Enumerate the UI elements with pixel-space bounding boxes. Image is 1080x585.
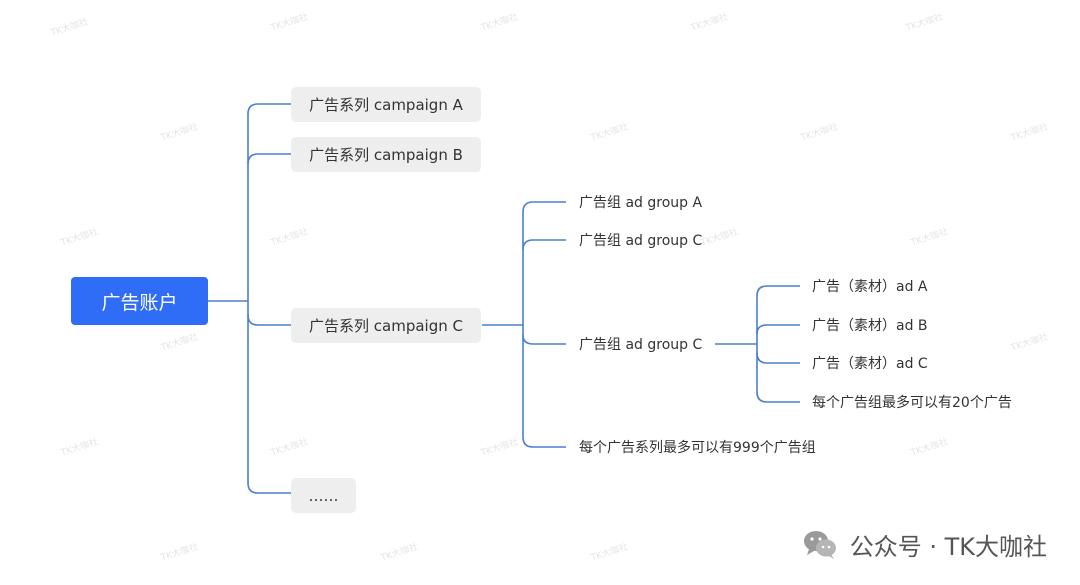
adgroup-node-a[interactable]: 广告组 ad group A: [579, 195, 703, 211]
ad-node-a[interactable]: 广告（素材）ad A: [812, 279, 928, 295]
brand-watermark: 公众号 · TK大咖社: [800, 524, 1047, 564]
campaign-node-b[interactable]: 广告系列 campaign B: [291, 137, 481, 172]
root-node-ad-account[interactable]: 广告账户: [71, 277, 208, 325]
adgroup-node-c1[interactable]: 广告组 ad group C: [579, 233, 703, 249]
connector-adgroup-limit: [522, 436, 566, 448]
connector-adgroup-c2: [522, 334, 566, 345]
connector-ad-c: [756, 352, 800, 364]
connector-adgroup-a: [522, 201, 566, 213]
connector-campaign-a: [247, 103, 291, 115]
campaign-node-a[interactable]: 广告系列 campaign A: [291, 87, 481, 122]
connector-ads-limit: [756, 391, 800, 403]
connector-campaign-more: [247, 482, 291, 494]
connector-campaign-b: [247, 153, 291, 165]
ads-limit-note: 每个广告组最多可以有20个广告: [812, 395, 1012, 411]
wechat-icon: [803, 531, 836, 559]
campaign-node-c[interactable]: 广告系列 campaign C: [291, 308, 481, 343]
connector-campaign-c: [247, 314, 291, 326]
adgroup-limit-note: 每个广告系列最多可以有999个广告组: [579, 440, 816, 456]
ad-node-b[interactable]: 广告（素材）ad B: [812, 318, 928, 334]
connector-ad-b: [756, 324, 800, 335]
ad-node-c[interactable]: 广告（素材）ad C: [812, 356, 928, 372]
connector-adgroup-c1: [522, 239, 566, 251]
campaign-node-more[interactable]: ……: [291, 478, 356, 513]
connector-ad-a: [756, 285, 800, 297]
brand-label: 公众号 · TK大咖社: [849, 532, 1047, 561]
adgroup-node-c2[interactable]: 广告组 ad group C: [579, 337, 703, 353]
